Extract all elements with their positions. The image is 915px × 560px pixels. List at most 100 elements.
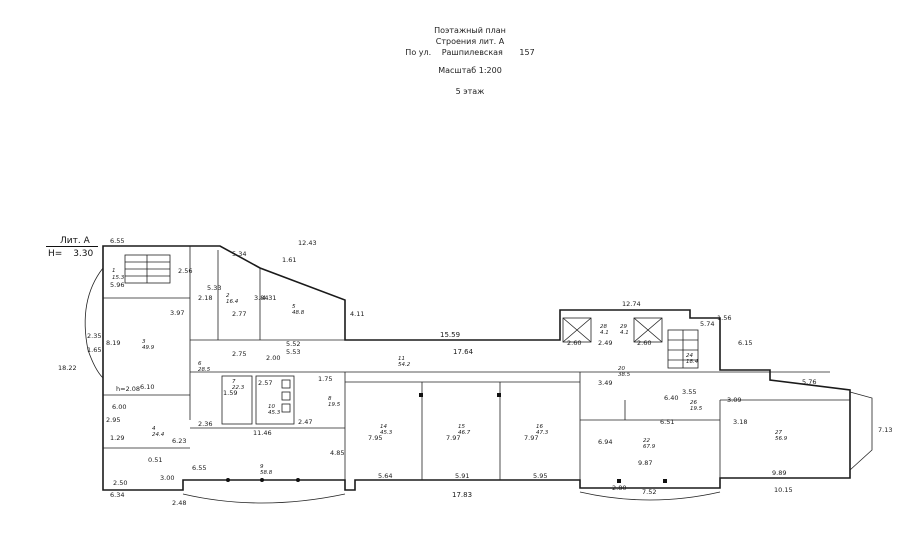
dim-label: 5.64 [378, 472, 392, 480]
columns [226, 393, 667, 483]
dim-label: 5.34 [232, 250, 246, 258]
dim-label: 9.89 [772, 469, 786, 477]
dim-label: 1.56 [717, 314, 731, 322]
dim-label: 5.53 [286, 348, 300, 356]
room-area: 47.3 [536, 430, 549, 436]
dim-label: 17.64 [453, 348, 474, 356]
dim-label: 2.50 [113, 479, 127, 487]
room-number: 24 [686, 353, 693, 359]
room-area: 19.5 [328, 402, 341, 408]
room-area: 22.3 [232, 385, 245, 391]
address-line: По ул. Рашпилевская 157 [360, 48, 580, 58]
bay-right [849, 391, 873, 471]
lit-underline [46, 246, 98, 247]
dim-label: 2.60 [637, 339, 651, 347]
dim-label: 1.61 [282, 256, 296, 264]
dim-label: 5.76 [802, 378, 816, 386]
address-street: Рашпилевская [441, 48, 503, 57]
dim-label: 9.87 [638, 459, 652, 467]
address-prefix: По ул. [405, 48, 432, 57]
room-number: 11 [398, 356, 405, 362]
dim-label: 2.77 [232, 310, 246, 318]
dim-label: 2.00 [266, 354, 280, 362]
room-number: 8 [328, 396, 332, 402]
dim-label: 5.52 [286, 340, 300, 348]
room-number: 7 [232, 379, 236, 385]
dim-label: 15.59 [440, 331, 460, 339]
dim-label: 2.49 [598, 339, 612, 347]
room-area: 16.4 [226, 299, 239, 305]
room-number: 28 [600, 324, 607, 330]
dim-label: 6.40 [664, 394, 678, 402]
room-number: 22 [643, 438, 650, 444]
room-area: 38.5 [618, 372, 631, 378]
address-number: 157 [519, 48, 535, 57]
dim-label: 3.55 [682, 388, 696, 396]
height-label: H= 3.30 [48, 249, 93, 259]
stair-right [667, 329, 699, 369]
dim-label: 2.36 [198, 420, 212, 428]
curved-bay-bottom [182, 493, 346, 504]
dim-label: 7.52 [642, 488, 656, 496]
room-area: 49.9 [142, 345, 155, 351]
dim-label: 3.84 [254, 294, 268, 302]
dim-label: 6.55 [192, 464, 206, 472]
dim-label: 2.18 [198, 294, 212, 302]
room-area: 18.4 [686, 359, 699, 365]
dim-label: 6.51 [660, 418, 674, 426]
dim-label: 6.10 [140, 383, 154, 391]
dim-label: 4.31 [262, 294, 276, 302]
dim-label: 12.43 [298, 239, 317, 247]
dim-label: 2.48 [172, 499, 186, 507]
room-number: 2 [226, 293, 230, 299]
dim-label: 6.00 [112, 403, 126, 411]
dim-label: 7.97 [446, 434, 460, 442]
dim-label: 2.95 [106, 416, 120, 424]
dim-label: 7.13 [878, 426, 892, 434]
dim-label: 6.94 [598, 438, 612, 446]
dim-label: 4.11 [350, 310, 364, 318]
room-number: 15 [458, 424, 465, 430]
room-number: 3 [142, 339, 146, 345]
dim-label: 7.95 [368, 434, 382, 442]
room-area: 56.9 [775, 436, 788, 442]
dim-label: 12.74 [622, 300, 641, 308]
building-label: Строения лит. А [435, 37, 505, 46]
room-area: 45.3 [380, 430, 393, 436]
room-area: 15.3 [112, 275, 125, 281]
dim-label: 5.91 [455, 472, 469, 480]
plan-scale: Масштаб 1:200 [438, 66, 502, 75]
room-number: 29 [620, 324, 627, 330]
dim-label: 1.75 [318, 375, 332, 383]
dim-label: h=2.08 [116, 385, 140, 393]
dim-label: 17.83 [452, 491, 472, 499]
room-number: 20 [618, 366, 625, 372]
height-label-text: H= [48, 249, 63, 259]
dim-label: 2.57 [258, 379, 272, 387]
dim-label: 2.47 [298, 418, 312, 426]
dim-label: 2.80 [612, 484, 626, 492]
dim-label: 5.96 [110, 281, 124, 289]
dim-label: 7.97 [524, 434, 538, 442]
room-number: 26 [690, 400, 697, 406]
room-area: 46.7 [458, 430, 471, 436]
room-area: 67.9 [643, 444, 656, 450]
dim-label: 8.19 [106, 339, 120, 347]
dim-label: 5.74 [700, 320, 714, 328]
room-number: 4 [152, 426, 156, 432]
room-area: 48.8 [292, 310, 305, 316]
room-area: 19.5 [690, 406, 703, 412]
room-number: 9 [260, 464, 264, 470]
room-number: 6 [198, 361, 202, 367]
dim-label: 11.46 [253, 429, 272, 437]
dim-label: 6.55 [110, 237, 124, 245]
room-area: 4.1 [600, 330, 609, 336]
dim-label: 1.29 [110, 434, 124, 442]
room-number: 27 [775, 430, 782, 436]
room-area: 4.1 [620, 330, 629, 336]
sanitary-block [221, 375, 295, 425]
dim-label: 0.51 [148, 456, 162, 464]
dim-label: 1.59 [223, 389, 237, 397]
elevator-shafts [562, 317, 663, 343]
